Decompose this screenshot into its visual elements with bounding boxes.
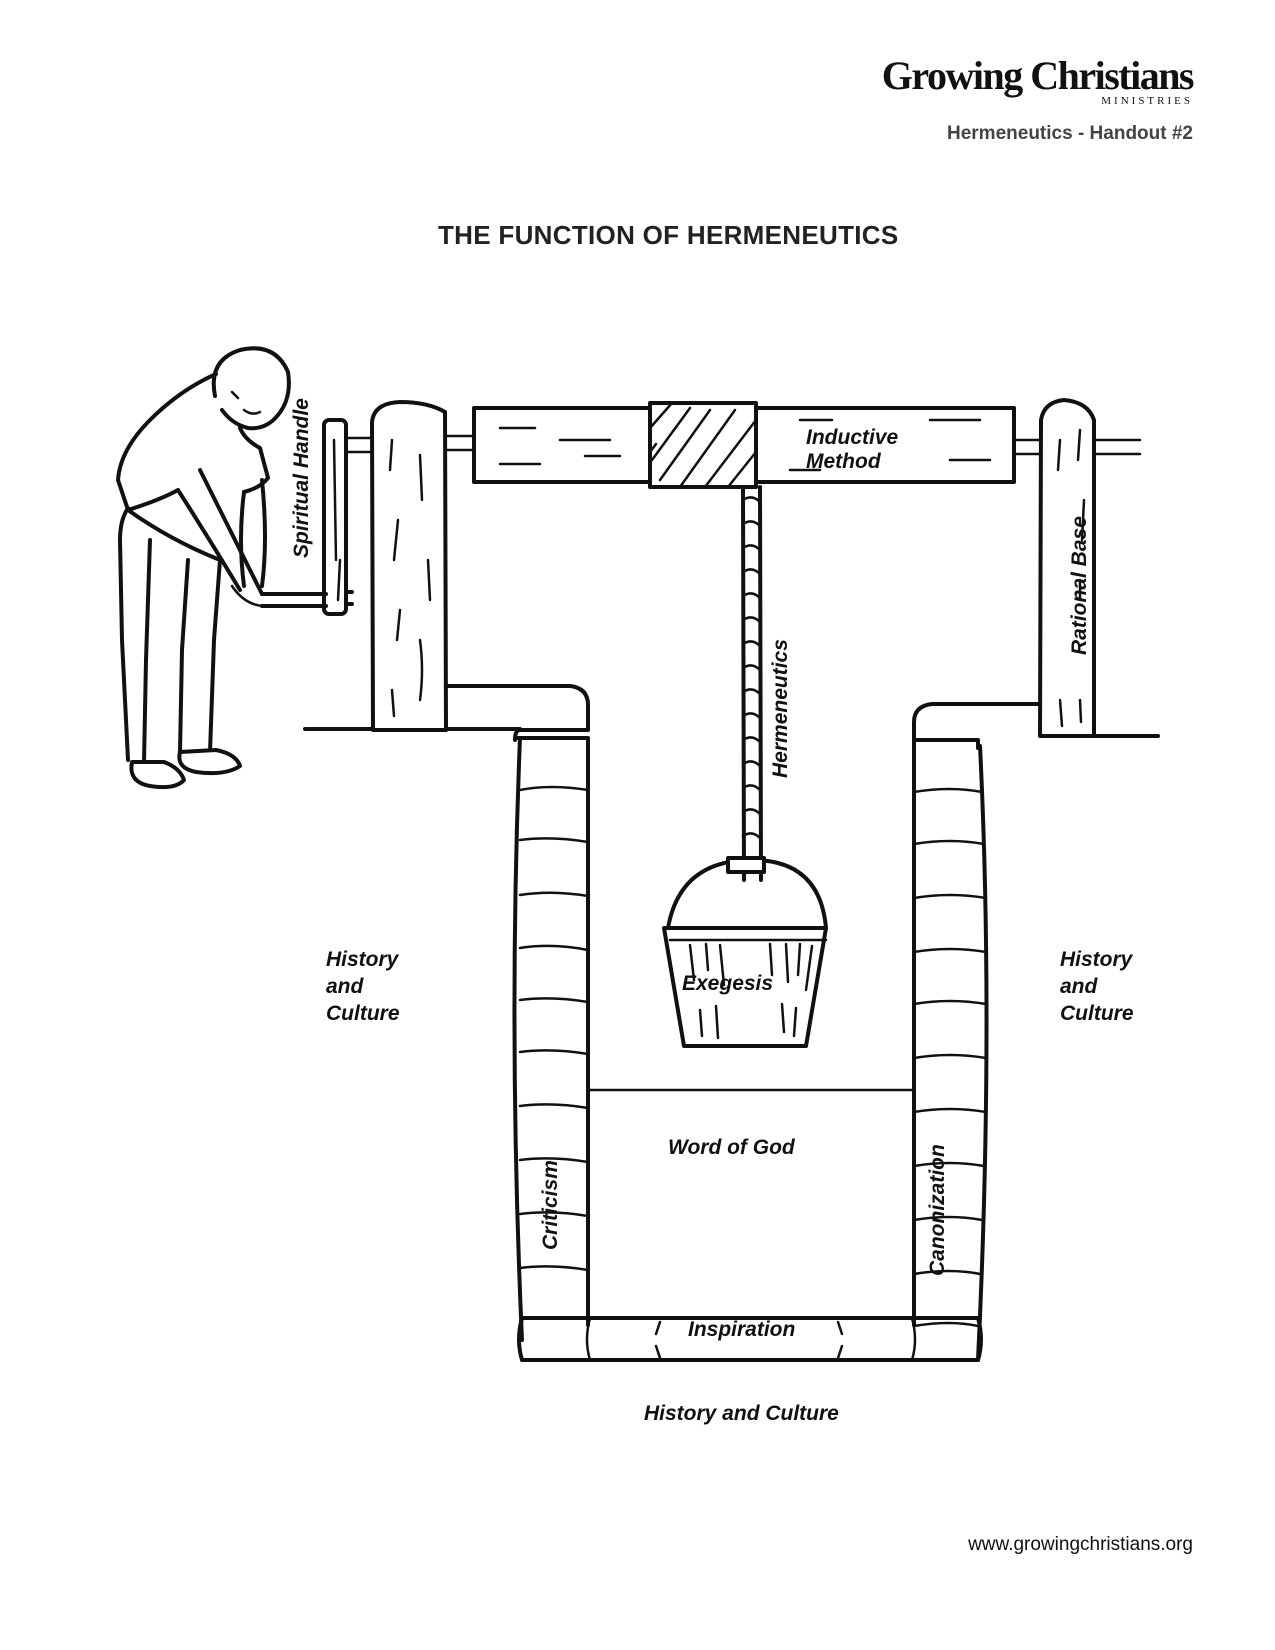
axle <box>343 434 1142 456</box>
label-history-right-2: and <box>1060 975 1099 998</box>
left-post <box>370 400 448 732</box>
logo-title: Growing Christians <box>881 53 1195 98</box>
footer-url: www.growingchristians.org <box>968 1534 1193 1555</box>
logo-subtitle: MINISTRIES <box>1101 95 1193 107</box>
label-hermeneutics: Hermeneutics <box>769 639 792 778</box>
rope-coil <box>648 401 758 489</box>
page-title: THE FUNCTION OF HERMENEUTICS <box>438 220 899 250</box>
label-rational-base: Rational Base <box>1068 516 1091 655</box>
label-history-bottom: History and Culture <box>644 1402 839 1425</box>
crank-handle <box>260 418 354 616</box>
logo: Growing Christians MINISTRIES <box>881 53 1195 107</box>
well-left-wall <box>371 684 590 1342</box>
label-method: Method <box>806 450 882 473</box>
label-history-right-3: Culture <box>1060 1002 1134 1025</box>
label-spiritual-handle: Spiritual Handle <box>290 398 313 558</box>
label-inductive: Inductive <box>806 426 899 449</box>
label-exegesis: Exegesis <box>682 972 773 995</box>
label-history-left-1: History <box>326 948 400 971</box>
right-post <box>1038 398 1096 738</box>
label-canonization: Canonization <box>926 1144 949 1276</box>
label-inspiration: Inspiration <box>688 1318 795 1341</box>
well-bottom <box>517 1316 983 1362</box>
label-history-right-1: History <box>1060 948 1134 971</box>
label-history-left-2: and <box>326 975 365 998</box>
well-right-wall <box>912 702 1060 1362</box>
rope <box>741 485 763 882</box>
label-criticism: Criticism <box>539 1160 562 1250</box>
bucket <box>662 856 828 1048</box>
label-history-left-3: Culture <box>326 1002 400 1025</box>
person-figure <box>116 346 291 790</box>
handout-label: Hermeneutics - Handout #2 <box>947 123 1193 144</box>
label-word-of-god: Word of God <box>668 1136 796 1159</box>
